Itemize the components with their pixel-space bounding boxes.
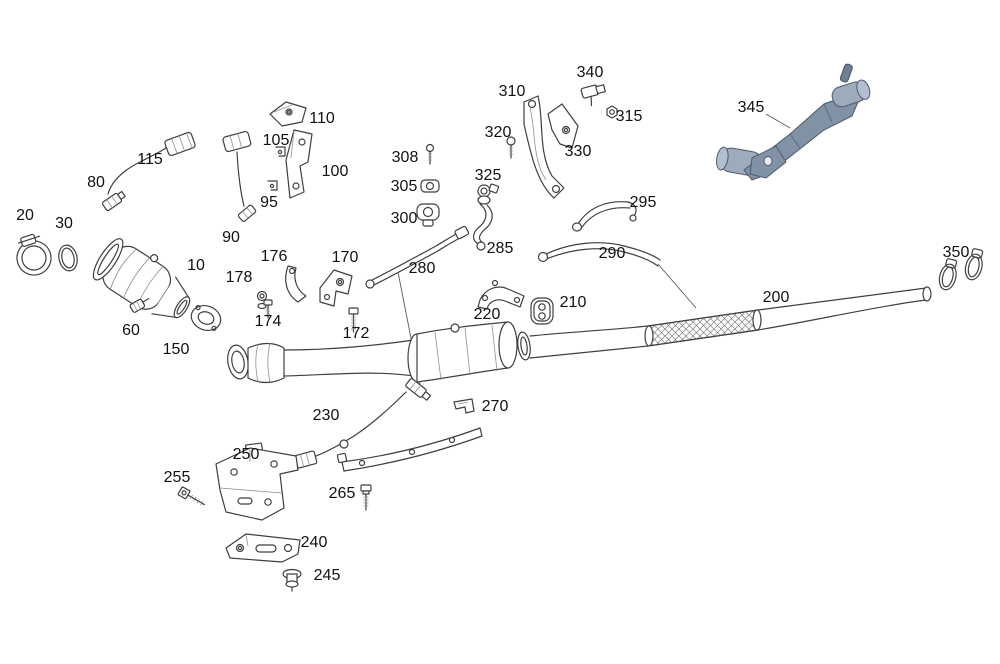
part-285-hose: [472, 195, 493, 251]
part-label-255[interactable]: 255: [163, 469, 191, 486]
part-label-210[interactable]: 210: [559, 294, 587, 311]
part-label-310[interactable]: 310: [498, 83, 526, 100]
part-label-330[interactable]: 330: [564, 143, 592, 160]
part-label-60[interactable]: 60: [122, 322, 140, 339]
part-300-clamp: [416, 203, 440, 227]
part-150-flange-gasket: [190, 305, 222, 331]
part-label-20[interactable]: 20: [16, 207, 34, 224]
part-label-105[interactable]: 105: [262, 132, 290, 149]
part-label-250[interactable]: 250: [232, 446, 260, 463]
part-label-10[interactable]: 10: [187, 257, 205, 274]
part-label-320[interactable]: 320: [484, 124, 512, 141]
part-label-315[interactable]: 315: [615, 108, 643, 125]
part-label-95[interactable]: 95: [260, 194, 278, 211]
part-label-30[interactable]: 30: [55, 215, 73, 232]
part-label-172[interactable]: 172: [342, 325, 370, 342]
part-240-bracket: [225, 533, 301, 563]
part-210-rubber-mount: [530, 297, 554, 325]
part-200-exhaust-pipe: [644, 286, 932, 347]
part-label-230[interactable]: 230: [312, 407, 340, 424]
part-220-bracket: [477, 279, 525, 310]
part-290-pipe: [537, 242, 661, 267]
support-strap: [336, 427, 483, 472]
part-10-catalytic-converter: [92, 238, 191, 319]
part-label-305[interactable]: 305: [390, 178, 418, 195]
part-label-325[interactable]: 325: [474, 167, 502, 184]
part-label-178[interactable]: 178: [225, 269, 253, 286]
part-label-90[interactable]: 90: [222, 229, 240, 246]
part-label-80[interactable]: 80: [87, 174, 105, 191]
part-60-plug-sensor: [129, 298, 150, 313]
part-label-150[interactable]: 150: [162, 341, 190, 358]
part-label-220[interactable]: 220: [473, 306, 501, 323]
part-265-screw: [360, 484, 372, 511]
part-170-bracket: [319, 269, 353, 307]
part-115-connector: [164, 131, 196, 157]
part-174-bolt: [263, 299, 273, 319]
part-330-bracket: [547, 103, 579, 149]
part-label-100[interactable]: 100: [321, 163, 349, 180]
part-label-295[interactable]: 295: [629, 194, 657, 211]
part-250-bracket-plate: [215, 442, 299, 521]
front-pipe-assembly: [227, 321, 649, 384]
part-350-clamp: [938, 248, 984, 291]
part-label-110[interactable]: 110: [309, 110, 335, 127]
part-label-290[interactable]: 290: [598, 245, 626, 262]
part-90-oxygen-sensor: [222, 130, 257, 222]
part-label-115[interactable]: 115: [137, 151, 163, 168]
part-label-270[interactable]: 270: [481, 398, 509, 415]
part-label-340[interactable]: 340: [576, 64, 604, 81]
part-label-285[interactable]: 285: [486, 240, 514, 257]
part-230-oxygen-sensor: [294, 378, 432, 469]
part-280-pipe: [365, 225, 470, 289]
part-80-oxygen-sensor: [101, 147, 167, 212]
part-label-280[interactable]: 280: [408, 260, 436, 277]
part-310-bracket: [523, 95, 565, 199]
part-325-clamp: [477, 183, 500, 198]
part-105-clip: [275, 146, 286, 157]
part-label-265[interactable]: 265: [328, 485, 356, 502]
part-label-245[interactable]: 245: [313, 567, 341, 584]
part-label-345[interactable]: 345: [737, 99, 765, 116]
part-label-240[interactable]: 240: [300, 534, 328, 551]
part-172-bolt: [348, 307, 359, 333]
part-label-308[interactable]: 308: [391, 149, 419, 166]
part-295-pipe: [571, 201, 637, 232]
part-100-bracket: [285, 129, 313, 199]
part-270-clip: [453, 398, 475, 414]
part-95-clip: [267, 180, 278, 191]
part-345-bracket-highlighted: [716, 63, 871, 181]
part-255-screw: [177, 486, 205, 506]
part-340-valve: [580, 84, 606, 107]
part-315-nut: [606, 105, 618, 119]
part-label-176[interactable]: 176: [260, 248, 288, 265]
part-30-seal-ring: [58, 244, 78, 272]
part-176-bracket: [285, 265, 307, 303]
part-305-clamp: [420, 179, 440, 193]
part-label-174[interactable]: 174: [254, 313, 282, 330]
part-label-170[interactable]: 170: [331, 249, 359, 266]
part-label-200[interactable]: 200: [762, 289, 790, 306]
part-label-350[interactable]: 350: [942, 244, 970, 261]
part-320-bolt: [506, 136, 516, 159]
part-308-fitting: [425, 143, 435, 165]
part-20-clamp: [16, 233, 52, 276]
part-110-bracket: [269, 101, 307, 127]
part-245-grommet: [282, 568, 302, 592]
part-label-300[interactable]: 300: [390, 210, 418, 227]
